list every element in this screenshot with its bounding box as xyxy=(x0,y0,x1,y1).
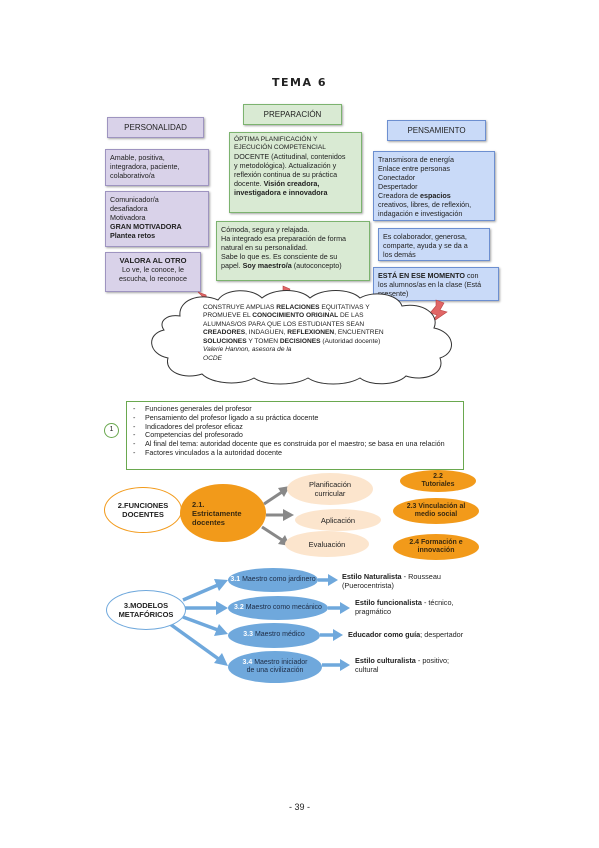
section-1-number: 1 xyxy=(104,423,119,438)
planificacion-node: Planificación curricular xyxy=(287,473,373,505)
model-jardinero-result: Estilo Naturalista - Rousseau (Puerocent… xyxy=(342,572,441,590)
preparacion-autoconcepto-box: Cómoda, segura y relajada.Ha integrado e… xyxy=(216,221,370,281)
model-jardinero-node: 3.1 Maestro como jardinero xyxy=(228,568,318,592)
header-personalidad: PERSONALIDAD xyxy=(107,117,204,138)
section-1-list: Funciones generales del profesor Pensami… xyxy=(133,404,457,458)
formacion-node: 2.4 Formación e innovación xyxy=(393,534,479,560)
list-item: Funciones generales del profesor xyxy=(133,404,457,414)
list-item: Competencias del profesorado xyxy=(133,431,457,440)
cloud-text: CONSTRUYE AMPLIAS RELACIONES EQUITATIVAS… xyxy=(203,304,405,363)
pensamiento-colaborador-box: Es colaborador, generosa,comparte, ayuda… xyxy=(378,228,490,261)
aplicacion-node: Aplicación xyxy=(295,509,381,531)
header-preparacion: PREPARACIÓN xyxy=(243,104,342,125)
model-medico-node: 3.3 Maestro médico xyxy=(228,623,320,648)
cloud-shape xyxy=(151,290,452,385)
header-pensamiento: PENSAMIENTO xyxy=(387,120,486,141)
model-mecanico-result: Estilo funcionalista - técnico, pragmáti… xyxy=(355,598,454,616)
funciones-docentes-node: 2.FUNCIONES DOCENTES xyxy=(104,487,182,533)
page-title: TEMA 6 xyxy=(272,76,327,89)
tutoriales-node: 2.2 Tutoriales xyxy=(400,470,476,492)
page-number: - 39 - xyxy=(288,802,310,812)
estrictamente-docentes-node: 2.1. Estrictamente docentes xyxy=(180,484,266,542)
pensamiento-presente-box: ESTÁ EN ESE MOMENTO con los alumnos/as e… xyxy=(373,267,499,301)
model-iniciador-result: Estilo culturalista - positivo; cultural xyxy=(355,656,450,674)
list-item: Indicadores del profesor eficaz xyxy=(133,422,457,432)
vinculacion-node: 2.3 Vinculación al medio social xyxy=(393,498,479,524)
list-item: Al final del tema: autoridad docente que… xyxy=(133,439,457,449)
model-iniciador-node: 3.4 Maestro iniciador de una civilizació… xyxy=(228,651,322,683)
section-1-box: Funciones generales del profesor Pensami… xyxy=(126,401,464,470)
evaluacion-node: Evaluación xyxy=(285,531,369,557)
model-medico-result: Educador como guía; despertador xyxy=(348,630,464,639)
modelos-metaforicos-node: 3.MODELOS METAFÓRICOS xyxy=(106,590,186,630)
personalidad-rasgos-box: Amable, positiva,integradora, paciente,c… xyxy=(105,149,209,186)
model-mecanico-node: 3.2 Maestro como mecánico xyxy=(228,596,328,620)
list-item: Factores vinculados a la autoridad docen… xyxy=(133,448,457,458)
list-item: Pensamiento del profesor ligado a su prá… xyxy=(133,413,457,423)
